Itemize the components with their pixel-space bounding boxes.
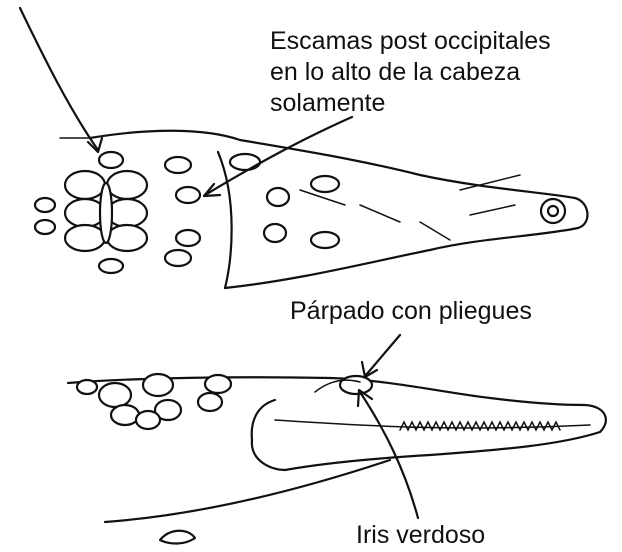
iris-label: Iris verdoso [356, 520, 485, 551]
scales-label-line-3: solamente [270, 88, 551, 119]
dorsal-head-outline [90, 131, 587, 288]
post-occipital-scale [176, 230, 200, 246]
neck-scale [99, 383, 131, 407]
pointer-arrow-upper-left [20, 8, 98, 150]
post-occipital-scale [165, 157, 191, 173]
nuchal-scale [65, 225, 105, 251]
scales-label-line-1: Escamas post occipitales [270, 26, 551, 57]
neck-scale [111, 405, 139, 425]
head-scale [264, 224, 286, 242]
head-scale [267, 188, 289, 206]
neck-scale [205, 375, 231, 393]
head-scale [311, 176, 339, 192]
side-scale [35, 220, 55, 234]
snout-line-5 [470, 205, 515, 215]
nostril-inner [548, 206, 558, 216]
lateral-jaw-back [252, 400, 275, 440]
iris-label-arrow [360, 392, 418, 518]
neck-scale [198, 393, 222, 411]
dorsal-head-view [35, 131, 587, 288]
nuchal-scale [107, 225, 147, 251]
post-occipital-scales-label: Escamas post occipitales en lo alto de l… [270, 26, 551, 119]
scales-label-line-2: en lo alto de la cabeza [270, 57, 551, 88]
lateral-jaw-line [252, 432, 600, 470]
eyelid-label-arrow [366, 335, 400, 375]
throat-line [105, 460, 390, 522]
eye [340, 376, 372, 394]
nuchal-scale [65, 171, 105, 199]
eyelid-label: Párpado con pliegues [290, 296, 532, 327]
dorsal-head-back-edge [218, 152, 232, 288]
post-occipital-scale [176, 187, 200, 203]
nuchal-scale [100, 183, 112, 243]
side-scale [35, 198, 55, 212]
throat-scale [160, 531, 195, 544]
head-scale [311, 232, 339, 248]
post-occipital-scale [99, 259, 123, 273]
neck-scale [77, 380, 97, 394]
neck-scale [136, 411, 160, 429]
post-occipital-scale [99, 152, 123, 168]
lateral-head-view [68, 374, 606, 544]
neck-scale [143, 374, 173, 396]
snout-line-3 [420, 222, 450, 240]
post-occipital-scale [165, 250, 191, 266]
nostril-outer [541, 199, 565, 223]
head-scale [230, 154, 260, 170]
snout-line-2 [360, 205, 400, 222]
nuchal-scale [107, 171, 147, 199]
teeth-row [400, 422, 560, 430]
